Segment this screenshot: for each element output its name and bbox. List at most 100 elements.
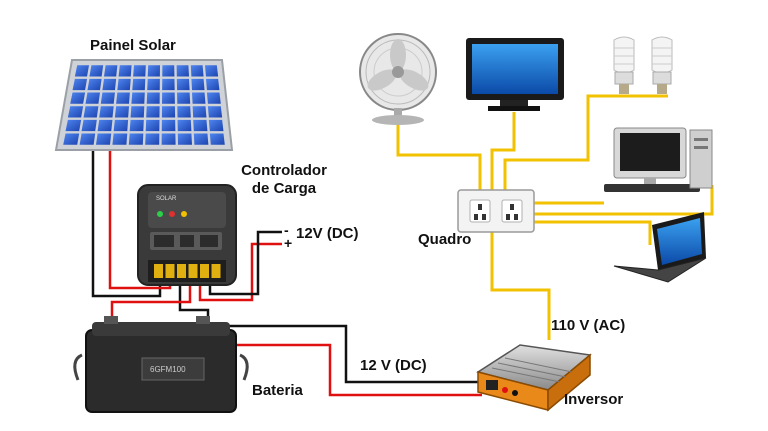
solar-cell [176, 65, 189, 77]
solar-cell [70, 92, 86, 104]
solar-cell [97, 119, 113, 132]
solar-cell [177, 106, 191, 118]
fan-icon [359, 33, 437, 125]
controller-terminal [177, 264, 186, 278]
charge-controller-label-line2: de Carga [251, 180, 317, 197]
solar-cell [161, 119, 176, 132]
solar-cell [132, 78, 146, 91]
solar-cell [112, 133, 128, 145]
minus-sign: - [284, 222, 289, 238]
solar-cell [192, 106, 207, 118]
solar-cell [102, 78, 117, 91]
dc-output-label: 12V (DC) [296, 225, 359, 242]
solar-cell [83, 106, 99, 118]
solar-cell [207, 106, 223, 118]
television-icon [466, 38, 564, 111]
controller-brand-text: SOLAR [156, 196, 177, 202]
controller-terminal [188, 264, 198, 278]
ac-laptop-wire-2 [532, 220, 652, 245]
solar-cell [176, 78, 190, 91]
solar-cell [177, 133, 192, 145]
laptop-icon [613, 212, 707, 283]
solar-cell [162, 92, 175, 104]
dc-battery-voltage-label: 12 V (DC) [360, 357, 427, 374]
solar-cell [96, 133, 112, 145]
switchboard-label: Quadro [418, 231, 472, 248]
light-bulb-icon [613, 36, 635, 94]
solar-cell [99, 106, 114, 118]
solar-cell [208, 119, 224, 132]
solar-cell [162, 65, 175, 77]
solar-cell [161, 106, 176, 118]
solar-cell [161, 133, 176, 145]
solar-cell [81, 119, 97, 132]
solar-cell [190, 65, 204, 77]
ac-laptop-wire [532, 185, 714, 216]
solar-cell [117, 78, 131, 91]
solar-cell [192, 92, 206, 104]
solar-cell [74, 65, 89, 77]
controller-terminal [154, 264, 163, 278]
solar-cell [87, 78, 102, 91]
ac-lamp-wire [503, 94, 668, 193]
solar-cell [63, 133, 80, 145]
solar-cell [131, 92, 145, 104]
solar-panel-label: Painel Solar [90, 37, 176, 54]
solar-cell [79, 133, 96, 145]
light-bulb-icon [651, 36, 673, 94]
solar-cell [191, 78, 205, 91]
battery-icon: 6GFM100 [73, 316, 249, 413]
inverter-label: Inversor [564, 391, 624, 408]
battery-label: Bateria [252, 382, 303, 399]
solar-cell [145, 119, 160, 132]
solar-cell [133, 65, 146, 77]
solar-panel-icon [54, 59, 234, 151]
solar-cell [85, 92, 100, 104]
solar-cell [193, 119, 208, 132]
solar-cell [177, 92, 191, 104]
solar-cell [177, 119, 192, 132]
solar-cell [162, 78, 175, 91]
solar-cell [113, 119, 129, 132]
load-positive-wire [198, 242, 282, 302]
solar-cell [118, 65, 132, 77]
solar-cell [104, 65, 118, 77]
solar-cell [128, 133, 144, 145]
solar-cell [146, 92, 160, 104]
inverter-negative-wire [198, 324, 478, 384]
ac-fan-wire [396, 120, 482, 193]
solar-cell [206, 92, 221, 104]
charge-controller-label-line1: Controlador [241, 162, 327, 179]
solar-cell [65, 119, 82, 132]
solar-cell [116, 92, 130, 104]
desktop-computer-icon [604, 127, 713, 192]
solar-cell [193, 133, 209, 145]
solar-cell [209, 133, 225, 145]
ac-tv-wire [490, 112, 516, 193]
plus-sign: + [284, 235, 293, 251]
solar-cell [129, 119, 144, 132]
controller-terminal [165, 264, 175, 278]
solar-cell [67, 106, 84, 118]
ac-voltage-label: 110 V (AC) [551, 317, 626, 334]
solar-cell [146, 106, 160, 118]
solar-cell [145, 133, 160, 145]
solar-cell [72, 78, 88, 91]
ac-main-wire [490, 230, 551, 340]
controller-terminal [211, 264, 221, 278]
load-negative-wire [208, 230, 282, 296]
battery-model-text: 6GFM100 [150, 365, 186, 374]
solar-cell [147, 65, 160, 77]
controller-terminal [200, 264, 209, 278]
solar-cell [100, 92, 115, 104]
solar-cell [89, 65, 104, 77]
solar-cell [205, 78, 220, 91]
inverter-icon [476, 344, 592, 412]
solar-cell [147, 78, 160, 91]
solar-cell [205, 65, 219, 77]
charge-controller-icon: SOLAR [137, 184, 237, 286]
switchboard-icon [457, 189, 535, 233]
solar-cell [114, 106, 129, 118]
